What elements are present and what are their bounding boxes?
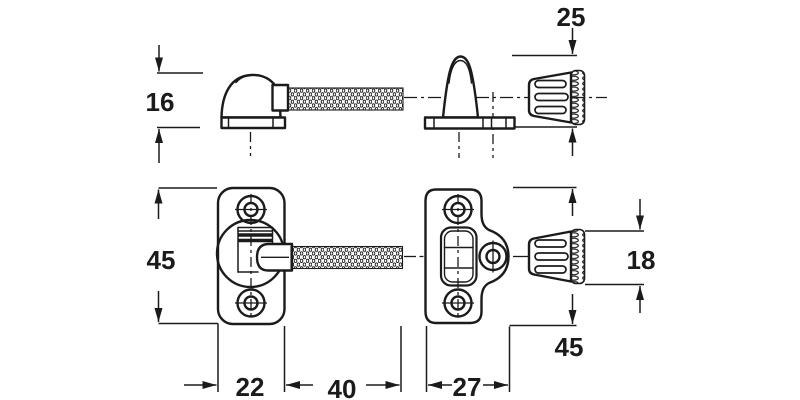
dim-16: 16 [146,45,203,163]
pivot-housing [237,226,274,273]
rod-collar [271,83,290,112]
dim-25-label: 25 [557,2,586,32]
dim-45-right: 45 [509,186,584,362]
threaded-rod-side [287,87,404,111]
dim-45-left: 45 [147,187,218,325]
dim-22: 22 [184,323,313,400]
dim-16-label: 16 [146,87,175,117]
side-elevation-view [220,55,607,158]
keeper-plate-plan [424,188,510,325]
threaded-rod-plan [290,245,404,270]
dim-25: 25 [512,2,585,156]
dim-18: 18 [585,199,655,313]
screw-hole [442,288,474,318]
knob-knurl-edge [570,228,586,285]
dim-18-label: 18 [627,245,656,275]
thumb-knob-side [527,69,586,126]
dim-22-label: 22 [236,372,265,400]
dim-40-label: 40 [328,374,357,400]
dim-27-label: 27 [453,372,482,400]
dim-45-right-label: 45 [555,332,584,362]
dim-27: 27 [425,326,511,400]
dim-45-left-label: 45 [147,245,176,275]
fastener-plate-plan [215,186,294,326]
plan-view [215,186,586,326]
latch-slot [439,226,478,287]
screw-hole [478,240,508,273]
dome-pivot-side [220,73,290,130]
dimensions: 16 25 45 22 40 [146,2,656,400]
dim-40: 40 [328,326,402,400]
striker-side [423,55,516,130]
thumb-knob-plan [527,228,586,285]
knob-knurl-edge [570,69,586,126]
